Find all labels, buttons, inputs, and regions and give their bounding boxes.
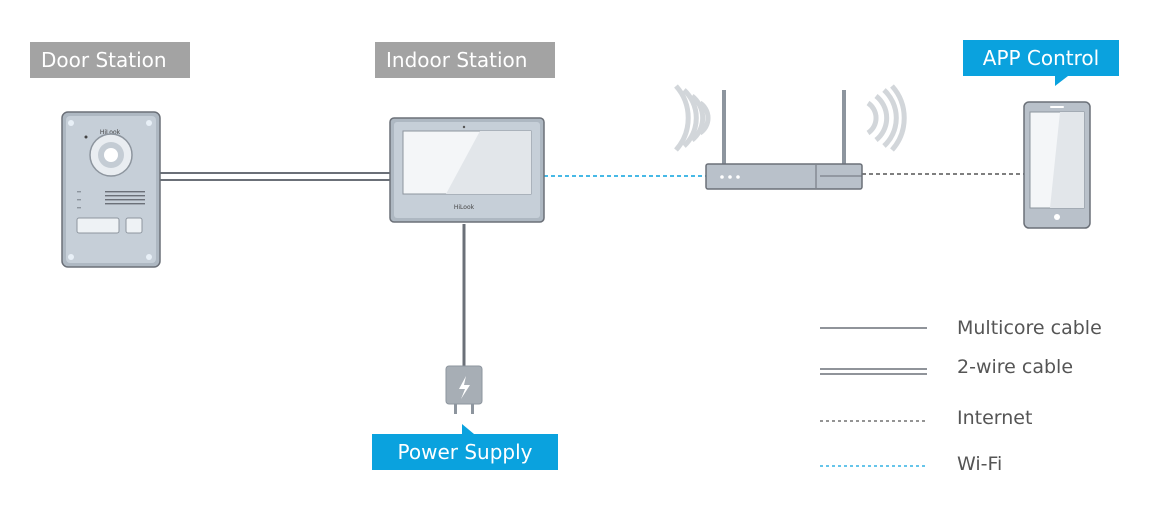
wifi-signal-icon — [674, 84, 907, 152]
legend — [820, 327, 927, 467]
app-control-label: APP Control — [963, 40, 1119, 76]
legend-label-wifi: Wi-Fi — [957, 453, 1003, 475]
app-label-pointer — [1055, 76, 1068, 86]
legend-label-internet: Internet — [957, 407, 1033, 429]
power-plug-device — [445, 365, 483, 414]
legend-label-multicore: Multicore cable — [957, 317, 1102, 339]
indoor-station-label: Indoor Station — [375, 42, 555, 78]
door-station-label: Door Station — [30, 42, 190, 78]
two-wire-connection — [160, 172, 392, 181]
monitor-brand-text: HiLook — [454, 204, 475, 211]
legend-label-two-wire: 2-wire cable — [957, 356, 1074, 378]
indoor-station-device: HiLook — [389, 117, 545, 223]
door-brand-text: HiLook — [100, 129, 121, 136]
router-device — [674, 84, 907, 190]
lightning-icon — [459, 376, 470, 399]
legend-two-wire-sample — [820, 368, 927, 375]
power-label-pointer — [462, 424, 474, 434]
smartphone-device — [1023, 101, 1091, 229]
power-supply-label: Power Supply — [372, 434, 558, 470]
door-station-device: HiLook — [61, 111, 161, 268]
